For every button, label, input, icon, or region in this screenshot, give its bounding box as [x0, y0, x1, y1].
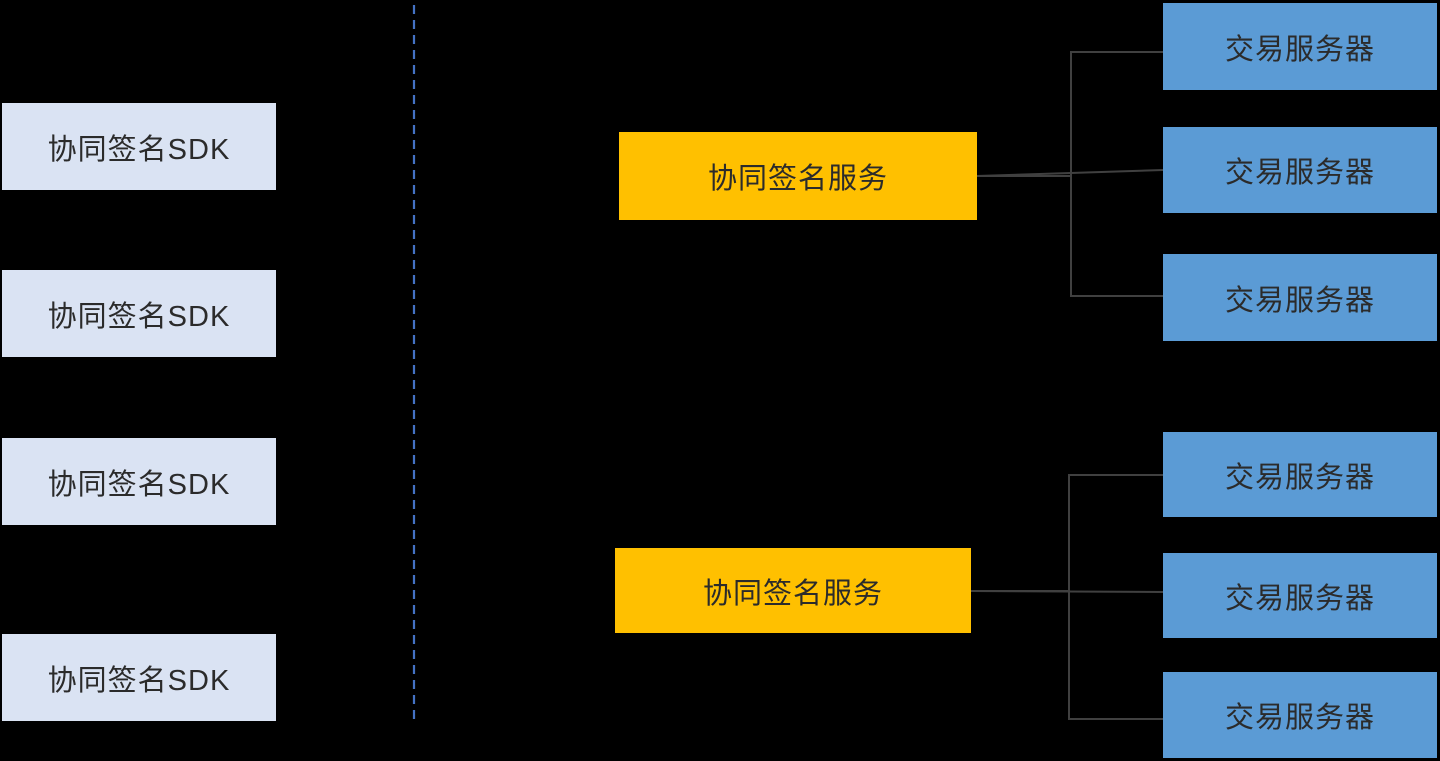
server-box-2: 交易服务器 — [1163, 127, 1437, 213]
server-box-6: 交易服务器 — [1163, 672, 1437, 758]
sdk-box-2: 协同签名SDK — [2, 270, 276, 357]
server-box-1: 交易服务器 — [1163, 3, 1437, 90]
service-box-2: 协同签名服务 — [615, 548, 971, 633]
sdk-box-1: 协同签名SDK — [2, 103, 276, 190]
connector-service1-server1 — [977, 51, 1163, 177]
connector-service2-server6 — [971, 590, 1163, 720]
connector-service2-server4 — [971, 474, 1163, 592]
server-box-5: 交易服务器 — [1163, 553, 1437, 638]
server-box-4: 交易服务器 — [1163, 432, 1437, 517]
connector-service2-server5 — [970, 590, 1164, 593]
sdk-box-4: 协同签名SDK — [2, 634, 276, 721]
connector-service1-server3 — [977, 175, 1163, 297]
connector-service1-server2 — [976, 169, 1164, 177]
service-box-1: 协同签名服务 — [619, 132, 977, 220]
server-box-3: 交易服务器 — [1163, 254, 1437, 341]
sdk-box-3: 协同签名SDK — [2, 438, 276, 525]
